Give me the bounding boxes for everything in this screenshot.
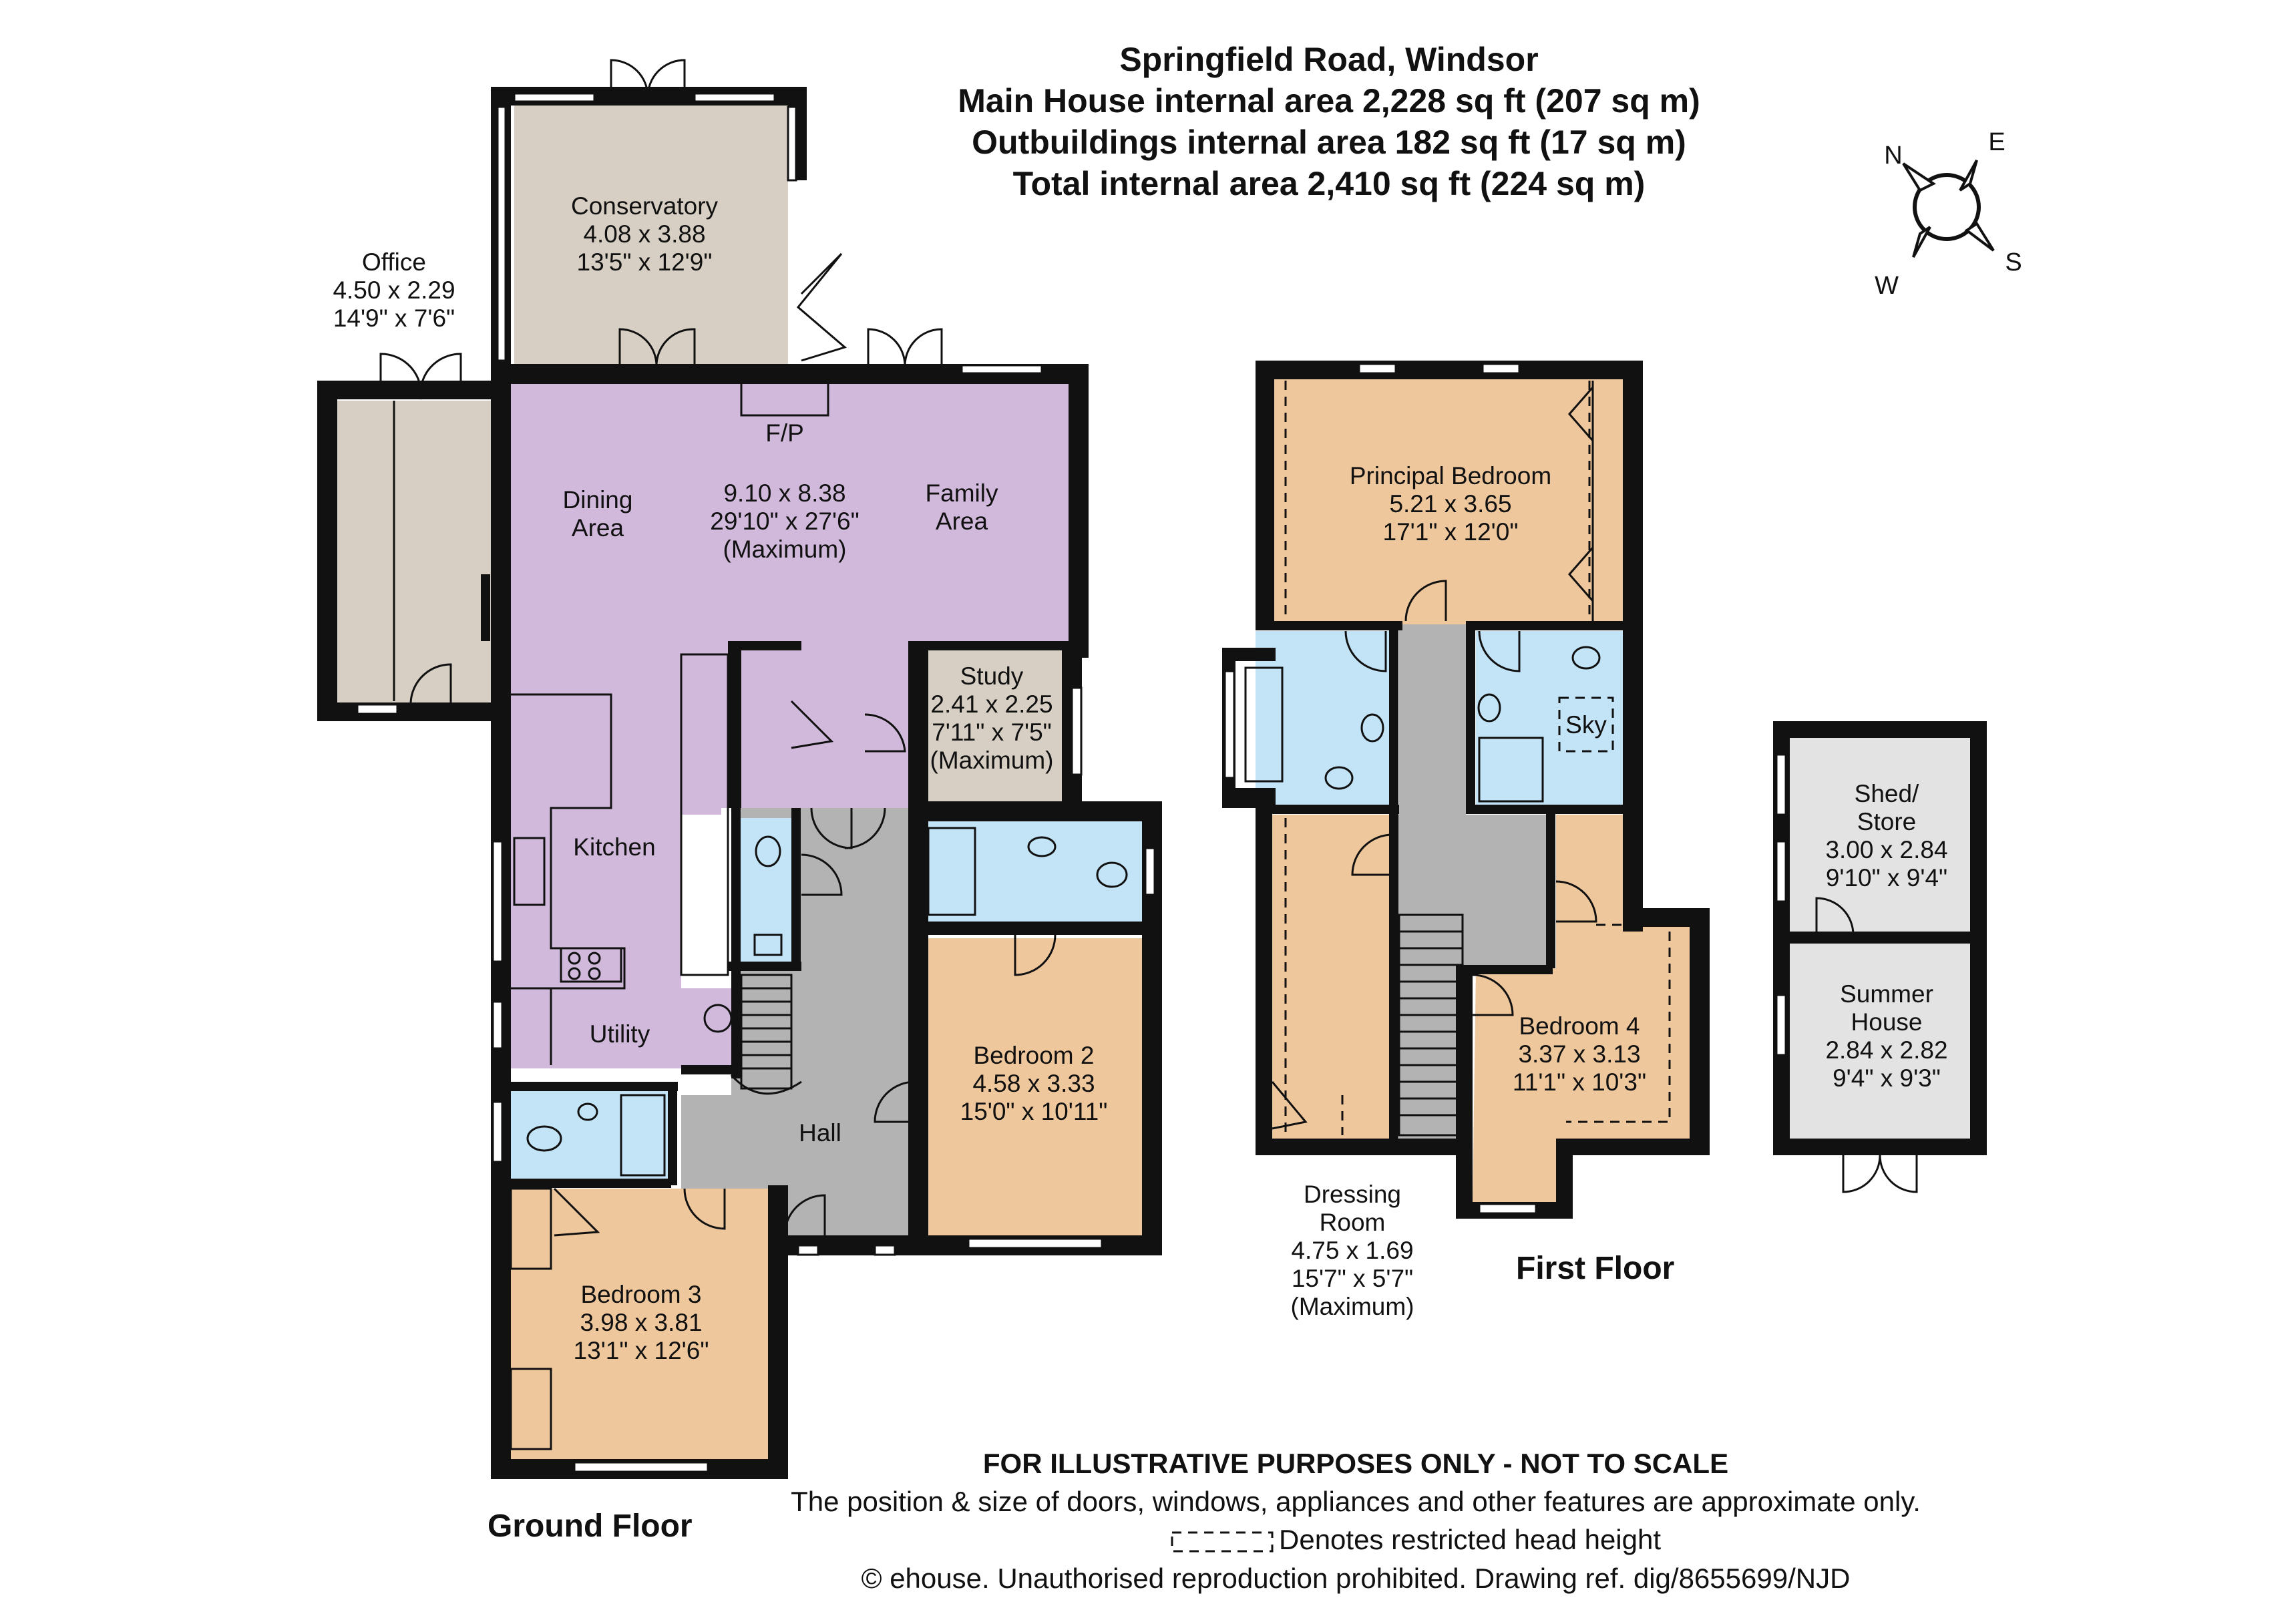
room-metric: 3.98 x 3.81 [580, 1309, 703, 1336]
disclaimer-note: The position & size of doors, windows, a… [791, 1486, 1921, 1517]
room-imperial: 15'7" x 5'7" [1291, 1265, 1414, 1292]
first-floor-label: First Floor [1516, 1251, 1675, 1286]
plan-title: Springfield Road, Windsor [1119, 41, 1539, 78]
restricted-height-legend: Denotes restricted head height [1279, 1524, 1880, 1556]
room-name: Bedroom 3 [580, 1281, 702, 1308]
room-name: Room [1319, 1209, 1386, 1236]
room-metric: 4.50 x 2.29 [333, 276, 455, 304]
room-imperial: 15'0" x 10'11" [960, 1098, 1108, 1125]
room-metric: 2.84 x 2.82 [1825, 1036, 1948, 1064]
room-summer-house: Summer House 2.84 x 2.82 9'4" x 9'3" [1825, 980, 1947, 1092]
room-metric: 4.58 x 3.33 [972, 1070, 1095, 1097]
room-note: (Maximum) [723, 536, 847, 563]
room-name: Office [362, 248, 426, 276]
restricted-height-legend-icon [1171, 1531, 1274, 1553]
fireplace-label: F/P [765, 419, 804, 447]
room-hall: Hall [799, 1119, 841, 1147]
compass-w: W [1875, 272, 1899, 300]
room-bedroom-2: Bedroom 2 4.58 x 3.33 15'0" x 10'11" [960, 1042, 1108, 1126]
room-bedroom-3: Bedroom 3 3.98 x 3.81 13'1" x 12'6" [574, 1281, 709, 1365]
room-metric: 4.75 x 1.69 [1291, 1237, 1414, 1264]
legend-text: Denotes restricted head height [1279, 1524, 1662, 1555]
first-floor-plan [1222, 361, 1710, 1219]
room-name: Area [571, 514, 624, 542]
copyright: © ehouse. Unauthorised reproduction proh… [861, 1563, 1851, 1594]
room-name: Study [960, 662, 1024, 690]
room-note: (Maximum) [1290, 1293, 1414, 1320]
room-name: Bedroom 4 [1519, 1012, 1640, 1040]
room-name: House [1851, 1008, 1923, 1036]
room-imperial: 29'10" x 27'6" [710, 508, 859, 535]
room-bedroom-4: Bedroom 4 3.37 x 3.13 11'1" x 10'3" [1513, 1012, 1646, 1096]
room-name: Summer [1840, 980, 1933, 1008]
room-name: Dining [562, 486, 633, 514]
room-family-area: Family Area [926, 479, 998, 536]
room-imperial: 13'5" x 12'9" [576, 248, 713, 276]
room-imperial: 9'10" x 9'4" [1825, 864, 1948, 891]
room-metric: 4.08 x 3.88 [583, 220, 706, 248]
room-metric: 9.10 x 8.38 [723, 479, 846, 507]
room-imperial: 7'11" x 7'5" [932, 719, 1052, 746]
room-name: Family [925, 479, 998, 507]
room-metric: 3.37 x 3.13 [1518, 1040, 1641, 1068]
room-metric: 2.41 x 2.25 [930, 690, 1053, 718]
compass-n: N [1884, 142, 1902, 170]
room-principal-bedroom: Principal Bedroom 5.21 x 3.65 17'1" x 12… [1350, 462, 1551, 546]
room-conservatory: Conservatory 4.08 x 3.88 13'5" x 12'9" [571, 192, 718, 276]
room-metric: 3.00 x 2.84 [1825, 836, 1948, 863]
room-name: Bedroom 2 [973, 1042, 1095, 1069]
room-name: Dressing [1303, 1181, 1401, 1208]
main-house-area: Main House internal area 2,228 sq ft (20… [958, 82, 1700, 120]
room-metric: 5.21 x 3.65 [1389, 490, 1512, 518]
room-name: Principal Bedroom [1349, 462, 1552, 489]
outbuildings-area: Outbuildings internal area 182 sq ft (17… [972, 124, 1686, 161]
room-dining-area: Dining Area [563, 486, 633, 542]
room-imperial: 13'1" x 12'6" [573, 1337, 709, 1364]
room-name: Shed/ [1854, 780, 1919, 807]
ground-floor-label: Ground Floor [488, 1508, 693, 1544]
room-dressing-room: Dressing Room 4.75 x 1.69 15'7" x 5'7" (… [1291, 1181, 1414, 1321]
compass-s: S [2005, 248, 2022, 276]
outbuildings-plan [1773, 721, 1987, 1193]
disclaimer: FOR ILLUSTRATIVE PURPOSES ONLY - NOT TO … [982, 1448, 1729, 1479]
room-utility: Utility [589, 1020, 650, 1048]
room-living-dimensions: 9.10 x 8.38 29'10" x 27'6" (Maximum) [710, 479, 859, 564]
plan-title-block: Springfield Road, Windsor Main House int… [868, 39, 1790, 204]
compass-icon: N E S W [1875, 128, 2022, 300]
room-kitchen: Kitchen [573, 833, 656, 861]
room-study: Study 2.41 x 2.25 7'11" x 7'5" (Maximum) [930, 662, 1054, 775]
compass-e: E [1988, 128, 2005, 156]
room-name: Store [1857, 808, 1917, 835]
room-imperial: 9'4" x 9'3" [1833, 1064, 1941, 1092]
room-note: (Maximum) [930, 747, 1054, 774]
total-area: Total internal area 2,410 sq ft (224 sq … [1012, 165, 1646, 202]
room-office: Office 4.50 x 2.29 14'9" x 7'6" [333, 248, 455, 333]
room-name: Conservatory [570, 192, 719, 220]
skylight-label: Sky [1565, 711, 1607, 739]
room-name: Area [935, 508, 988, 535]
room-shed-store: Shed/ Store 3.00 x 2.84 9'10" x 9'4" [1825, 780, 1947, 892]
room-imperial: 17'1" x 12'0" [1382, 518, 1519, 546]
room-imperial: 14'9" x 7'6" [333, 305, 455, 332]
ground-floor-plan [317, 59, 1162, 1479]
room-imperial: 11'1" x 10'3" [1512, 1068, 1647, 1096]
